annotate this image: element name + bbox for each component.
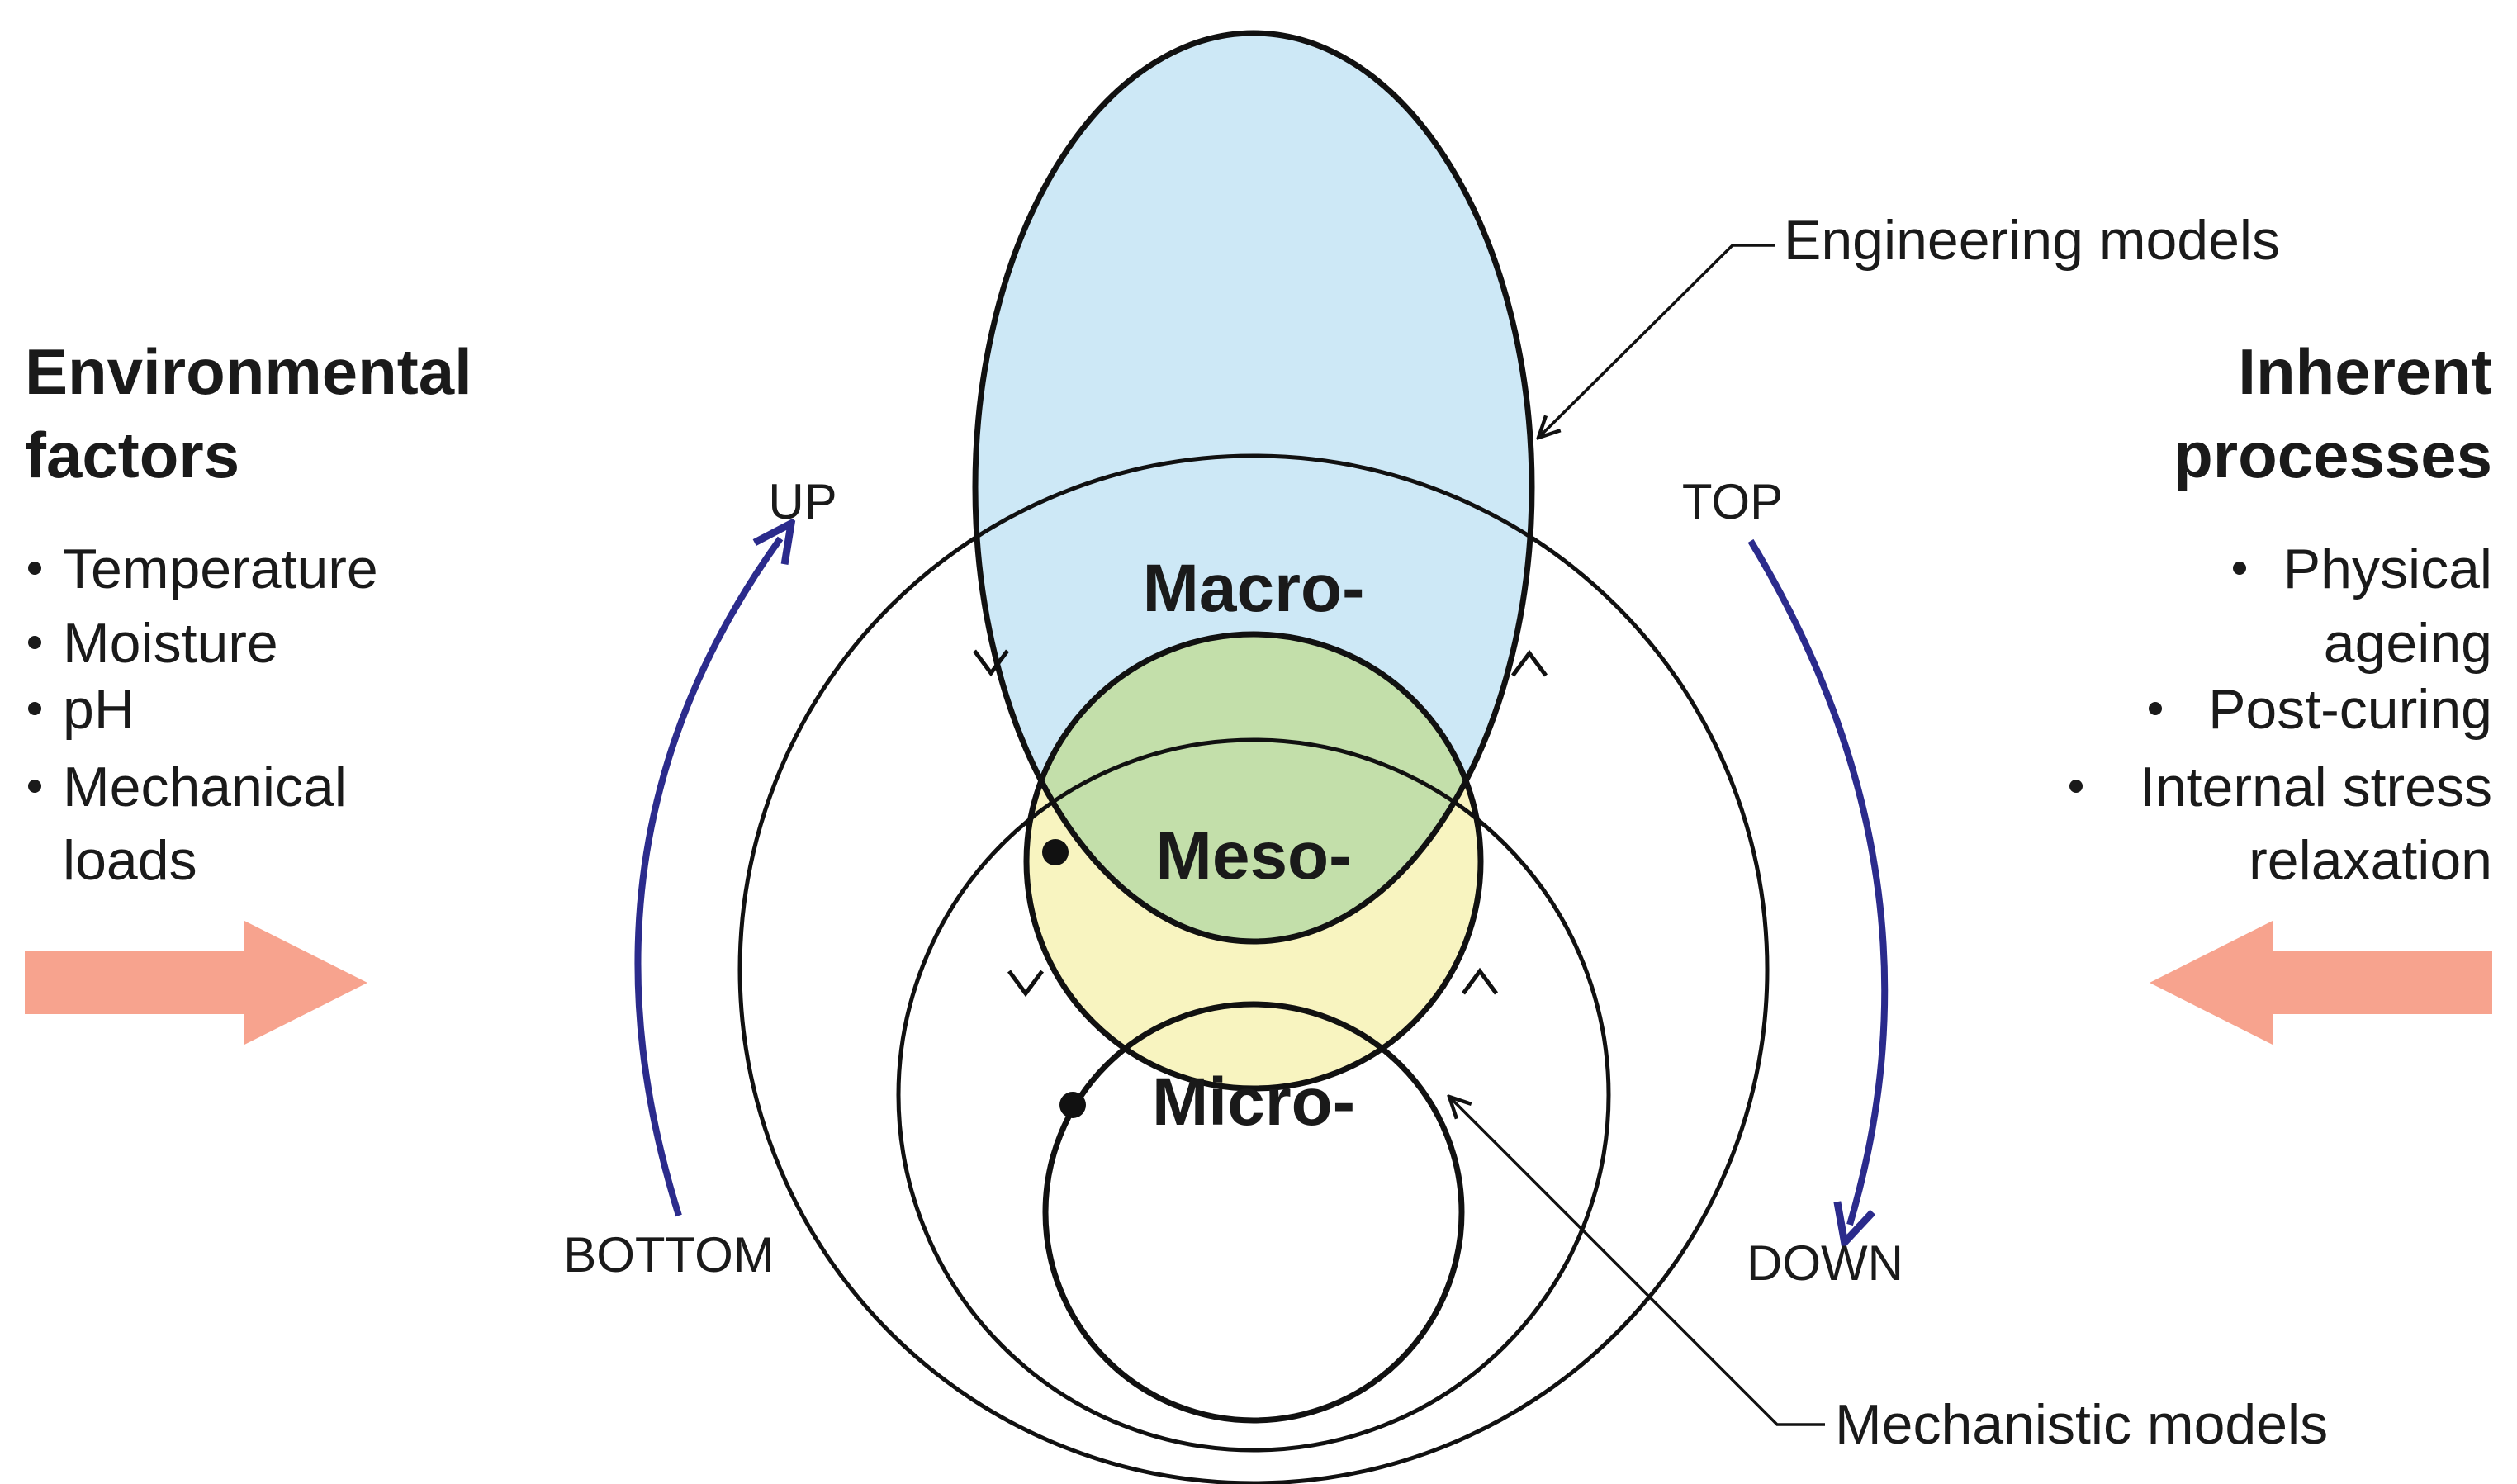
- environmental-arrow: [25, 921, 367, 1045]
- bullet-dot: [2069, 780, 2083, 793]
- chevron-up-icon: [1461, 967, 1499, 995]
- bullet-dot: [28, 636, 41, 649]
- bullet-dot: [28, 562, 41, 575]
- bullet-dot: [2149, 702, 2162, 715]
- scale-outlines: [737, 30, 1770, 1484]
- top-down-arrow: [1747, 538, 1889, 1225]
- middle-circle: [896, 737, 1611, 1453]
- inherent-title-line-1: Inherent: [2238, 335, 2492, 408]
- process-ageing: ageing: [2324, 612, 2492, 675]
- process-relaxation: relaxation: [2249, 829, 2492, 892]
- process-internal-stress: Internal stress: [2140, 756, 2492, 818]
- flow-chevrons: [972, 649, 1548, 998]
- mechanistic-leader-line: [1449, 1097, 1825, 1426]
- process-post-curing: Post-curing: [2208, 678, 2492, 741]
- bullet-dot: [2233, 562, 2246, 575]
- factor-moisture: Moisture: [63, 612, 278, 675]
- meso-label: Meso-: [1156, 818, 1352, 894]
- chevron-down-icon: [1007, 970, 1045, 998]
- outer-circle: [737, 453, 1770, 1484]
- engineering-models-label: Engineering models: [1784, 209, 2280, 272]
- chevron-up-icon: [1510, 649, 1548, 677]
- inherent-arrow: [2150, 921, 2492, 1045]
- bottom-up-arrow: [634, 538, 780, 1217]
- factor-mechanical: Mechanical: [63, 756, 347, 818]
- engineering-leader-line: [1538, 244, 1775, 438]
- chevron-down-icon: [972, 649, 1010, 677]
- factor-ph: pH: [63, 678, 135, 741]
- down-label: DOWN: [1747, 1235, 1903, 1291]
- meso-macro-overlap: [1026, 634, 1481, 941]
- up-label: UP: [768, 474, 837, 529]
- environmental-factors-panel: Environmental factors Temperature Moistu…: [25, 335, 472, 1045]
- factor-temperature: Temperature: [63, 538, 378, 600]
- junction-dot-lower: [1059, 1092, 1086, 1118]
- mechanistic-models-label: Mechanistic models: [1835, 1393, 2328, 1456]
- micro-label: Micro-: [1152, 1064, 1355, 1140]
- macro-label: Macro-: [1143, 551, 1365, 626]
- factor-loads: loads: [63, 829, 197, 892]
- top-label: TOP: [1682, 474, 1783, 529]
- process-physical: Physical: [2283, 538, 2492, 600]
- bullet-dot: [28, 780, 41, 793]
- bullet-dot: [28, 702, 41, 715]
- junction-dot-upper: [1042, 839, 1069, 865]
- environmental-title-line-2: factors: [25, 419, 239, 491]
- inherent-processes-panel: Inherent processes Physical ageing Post-…: [2069, 335, 2492, 1045]
- meso-circle: [1023, 631, 1484, 1092]
- micro-circle: [1042, 1001, 1465, 1424]
- environmental-title-line-1: Environmental: [25, 335, 472, 408]
- inherent-title-line-2: processes: [2173, 419, 2492, 491]
- bottom-label: BOTTOM: [563, 1227, 775, 1282]
- macro-ellipse: [972, 30, 1535, 945]
